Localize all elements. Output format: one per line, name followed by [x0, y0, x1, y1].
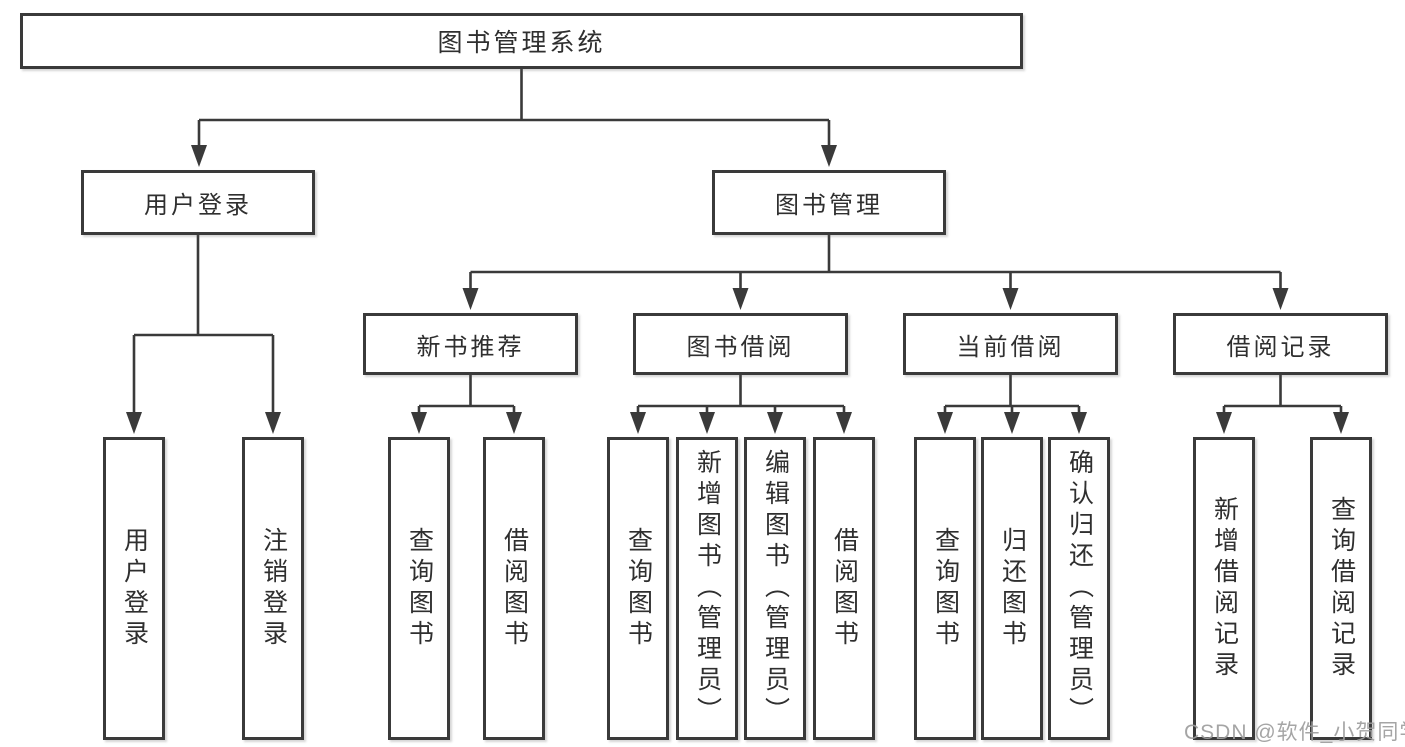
leaf-query-borrow-record: 查询借阅记录: [1310, 437, 1372, 740]
leaf-label: 借阅图书: [500, 526, 529, 651]
node-book-borrowing: 图书借阅: [633, 313, 848, 375]
leaf-label: 查询借阅记录: [1327, 495, 1356, 682]
node-current-borrowing: 当前借阅: [903, 313, 1118, 375]
leaf-add-borrow-record: 新增借阅记录: [1193, 437, 1255, 740]
node-label: 借阅记录: [1226, 333, 1335, 361]
leaf-label: 查询图书: [405, 526, 434, 651]
node-book-management: 图书管理: [712, 170, 946, 235]
node-user-login: 用户登录: [81, 170, 315, 235]
leaf-label: 新增借阅记录: [1210, 495, 1239, 682]
leaf-edit-book-admin: 编辑图书（管理员）: [744, 437, 806, 740]
leaf-borrow-books-borrowing: 借阅图书: [813, 437, 875, 740]
leaf-add-book-admin: 新增图书（管理员）: [676, 437, 738, 740]
leaf-query-books-current: 查询图书: [914, 437, 976, 740]
leaf-label: 借阅图书: [830, 526, 859, 651]
node-new-book-recommendation: 新书推荐: [363, 313, 578, 375]
node-label: 当前借阅: [956, 333, 1065, 361]
csdn-watermark: CSDN @软件_小贺同学: [1184, 721, 1405, 744]
leaf-label: 查询图书: [624, 526, 653, 651]
leaf-label: 编辑图书（管理员）: [761, 449, 790, 728]
leaf-user-login: 用户登录: [103, 437, 165, 740]
leaf-borrow-books-recommend: 借阅图书: [483, 437, 545, 740]
leaf-label: 归还图书: [998, 526, 1027, 651]
leaf-logout: 注销登录: [242, 437, 304, 740]
node-label: 新书推荐: [416, 333, 525, 361]
node-label: 图书管理: [775, 192, 883, 219]
arrowheads: [126, 145, 1349, 434]
leaf-label: 查询图书: [931, 526, 960, 651]
leaf-label: 注销登录: [259, 526, 288, 651]
leaf-return-book: 归还图书: [981, 437, 1043, 740]
node-label: 图书借阅: [686, 333, 795, 361]
leaf-query-books-recommend: 查询图书: [388, 437, 450, 740]
leaf-label: 新增图书（管理员）: [693, 449, 722, 728]
leaf-label: 确认归还（管理员）: [1065, 449, 1094, 728]
leaf-query-books-borrowing: 查询图书: [607, 437, 669, 740]
node-borrowing-records: 借阅记录: [1173, 313, 1388, 375]
node-label: 图书管理系统: [437, 29, 606, 57]
leaf-confirm-return-admin: 确认归还（管理员）: [1048, 437, 1110, 740]
leaf-label: 用户登录: [120, 526, 149, 651]
node-library-management-system: 图书管理系统: [20, 13, 1023, 69]
node-label: 用户登录: [144, 192, 252, 219]
